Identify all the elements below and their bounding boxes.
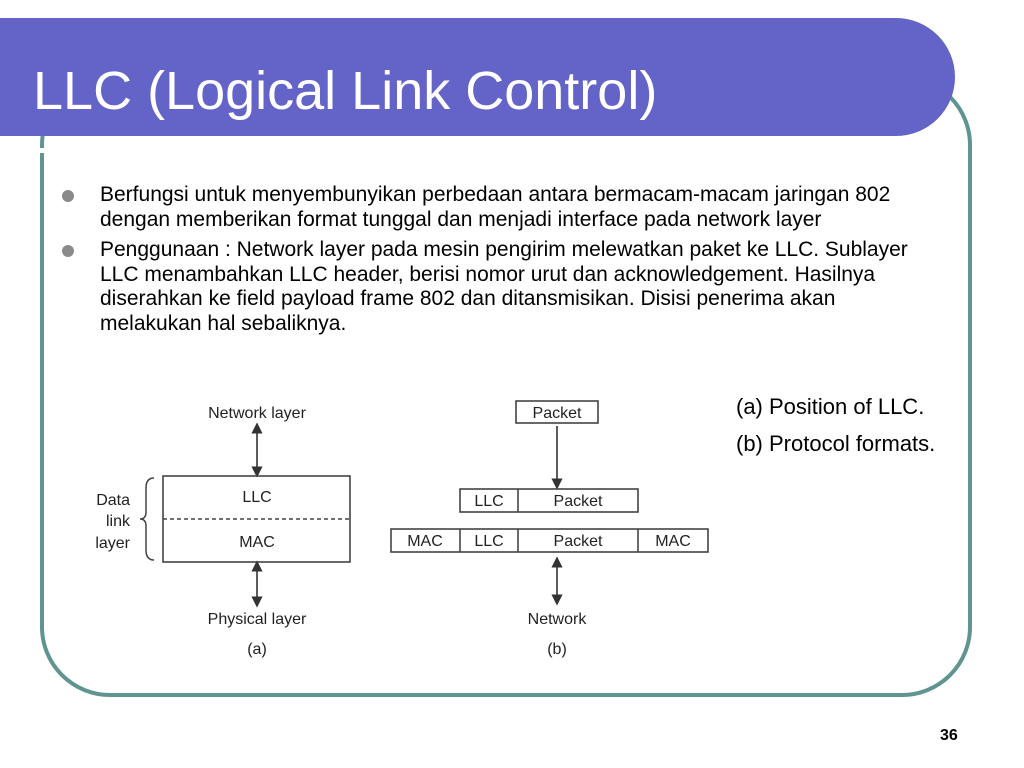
diagram-b: Packet LLC Packet MAC LLC Packet MAC Net…: [390, 400, 709, 658]
row2-llc-field: LLC: [474, 493, 503, 510]
slide-title: LLC (Logical Link Control): [33, 61, 658, 121]
data-link-label-3: layer: [95, 535, 130, 552]
diagram-a: Network layer LLC MAC Data link layer Ph…: [95, 405, 351, 658]
llc-label: LLC: [242, 489, 271, 506]
row3-frame: [390, 528, 709, 553]
packet-label: Packet: [533, 405, 582, 422]
row3-mac-field: MAC: [407, 533, 443, 550]
caption-a: (a) Position of LLC.: [736, 394, 925, 419]
bullet-text: Penggunaan : Network layer pada mesin pe…: [100, 238, 908, 335]
protocol-diagram: Network layer LLC MAC Data link layer Ph…: [95, 400, 709, 658]
network-label: Network: [528, 611, 588, 628]
bullet-list: Berfungsi untuk menyembunyikan perbedaan…: [62, 183, 942, 342]
bullet-item: Penggunaan : Network layer pada mesin pe…: [62, 238, 942, 336]
network-layer-label: Network layer: [208, 405, 306, 422]
row3-mac-trailer-field: MAC: [655, 533, 691, 550]
diagram-b-label: (b): [547, 641, 567, 658]
row3-llc-field: LLC: [474, 533, 503, 550]
bullet-text: Berfungsi untuk menyembunyikan perbedaan…: [100, 183, 891, 231]
title-bar: LLC (Logical Link Control): [0, 18, 955, 153]
data-link-brace: [139, 477, 155, 561]
row3-packet-field: Packet: [554, 533, 603, 550]
bullet-dot-icon: [62, 190, 74, 202]
row2-packet-field: Packet: [554, 493, 603, 510]
physical-layer-label: Physical layer: [208, 611, 307, 628]
bullet-item: Berfungsi untuk menyembunyikan perbedaan…: [62, 183, 942, 232]
row2-frame: [459, 488, 639, 513]
page-number: 36: [940, 727, 958, 744]
caption-b: (b) Protocol formats.: [736, 431, 936, 456]
packet-box: [515, 400, 599, 424]
slide-frame: [40, 75, 972, 697]
data-link-label-1: Data: [96, 492, 130, 509]
diagram-a-label: (a): [247, 641, 267, 658]
bullet-dot-icon: [62, 245, 74, 257]
title-underline: [0, 148, 905, 153]
mac-label: MAC: [239, 534, 275, 551]
data-link-label-2: link: [106, 513, 131, 530]
